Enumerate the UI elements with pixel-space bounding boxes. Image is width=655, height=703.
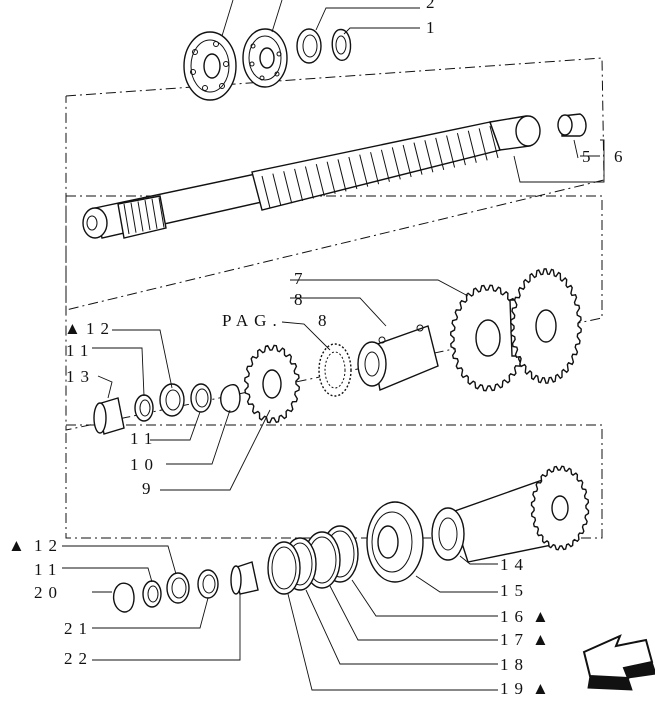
gear-bore [535, 309, 557, 343]
gear-pair-item-7 [449, 268, 582, 392]
callout-1: 1 [426, 18, 441, 37]
callout-9: 9 [142, 479, 157, 498]
callout-16: 16 [500, 607, 529, 626]
triangle-marker-icon: ▲ [532, 630, 555, 649]
callout-7: 7 [294, 269, 309, 288]
callout-22: 22 [64, 649, 93, 668]
pag-reference: PAG. [222, 311, 283, 330]
detail-stroke [489, 125, 499, 159]
callout-6: 6 [614, 147, 629, 166]
callout-19: 19 [500, 679, 529, 698]
detail-stroke [435, 137, 445, 171]
assembly-boundary-upper [65, 57, 605, 311]
detail-stroke [413, 142, 423, 175]
callout-8: 8 [294, 290, 309, 309]
shaft-spline-lines [123, 125, 499, 235]
detail-stroke [467, 130, 477, 163]
bearing-top-left [183, 31, 237, 101]
gear-bore [475, 319, 501, 357]
assembly-boundary-lower [65, 424, 603, 539]
ring-item-11-lower [142, 580, 162, 608]
detail-stroke [337, 159, 347, 192]
ring-item-21 [197, 569, 219, 599]
callout-11-lower: 11 [34, 560, 62, 579]
ring-item-11-middle-left [134, 394, 154, 422]
sleeve-item-8 [357, 324, 439, 391]
detail-stroke [348, 156, 358, 190]
detail-stroke [478, 128, 488, 161]
leader-lines [62, 0, 605, 691]
triangle-marker-icon: ▲ [532, 679, 555, 698]
detail-stroke [137, 201, 144, 232]
next-page-arrow-icon[interactable] [582, 634, 655, 691]
detail-stroke [130, 202, 137, 233]
pag-reference-number: 8 [318, 311, 333, 330]
shim-ring-pag8 [318, 343, 352, 397]
main-shaft [82, 115, 541, 239]
bearing-top-right [242, 28, 288, 88]
detail-stroke [304, 166, 314, 199]
seal-item-19 [267, 541, 301, 595]
assembly-boundary-middle [65, 195, 603, 431]
callout-10: 10 [130, 455, 159, 474]
detail-stroke [315, 163, 325, 197]
gear-bore [262, 369, 282, 399]
callout-12-middle: 12 [86, 319, 115, 338]
detail-stroke [370, 152, 380, 185]
triangle-marker-icon: ▲ [64, 319, 87, 338]
callout-12-lower: 12 [34, 536, 63, 555]
detail-stroke [446, 135, 456, 168]
callout-20: 20 [34, 583, 63, 602]
detail-stroke [402, 144, 412, 178]
detail-stroke [326, 161, 336, 194]
callout-11-middle-left: 11 [66, 341, 94, 360]
callout-labels: 2 1 5 6 7 8 PAG. 8 12 11 13 11 10 9 12 1… [34, 0, 629, 698]
detail-stroke [151, 198, 158, 229]
detail-stroke [158, 197, 165, 228]
callout-11-middle: 11 [130, 429, 158, 448]
callout-17: 17 [500, 630, 529, 649]
callout-13: 13 [66, 367, 95, 386]
ring-item-2 [296, 28, 322, 64]
gear-item-14 [431, 465, 590, 563]
callout-2: 2 [426, 0, 441, 12]
snap-ring-item-10 [220, 383, 241, 413]
detail-stroke [424, 140, 434, 173]
detail-stroke [283, 171, 293, 204]
detail-stroke [456, 133, 466, 166]
callout-18: 18 [500, 655, 529, 674]
triangle-marker-icon: ▲ [8, 536, 31, 555]
detail-stroke [261, 175, 271, 209]
snap-ring-item-20 [113, 582, 135, 613]
ring-item-12-lower [166, 572, 190, 604]
needle-cage-item-13 [93, 397, 125, 435]
callout-14: 14 [500, 555, 529, 574]
gear-item-9 [243, 344, 301, 424]
bushing-item-5 [557, 113, 587, 137]
snap-ring-item-1 [331, 28, 352, 61]
detail-stroke [123, 203, 130, 235]
needle-cage-item-22 [230, 561, 259, 595]
bearing-item-15 [366, 501, 424, 583]
detail-stroke [272, 173, 282, 206]
callout-5: 5 [582, 147, 597, 166]
detail-stroke [359, 154, 369, 187]
detail-stroke [144, 200, 151, 231]
gear-bore [551, 495, 569, 521]
detail-stroke [391, 147, 401, 180]
detail-stroke [294, 168, 304, 201]
callout-15: 15 [500, 581, 529, 600]
detail-stroke [380, 149, 390, 182]
callout-21: 21 [64, 619, 93, 638]
triangle-markers: ▲ ▲ ▲ ▲ ▲ [8, 319, 555, 698]
ring-item-12-middle [159, 383, 185, 417]
triangle-marker-icon: ▲ [532, 607, 555, 626]
ring-item-11-middle [190, 383, 212, 413]
